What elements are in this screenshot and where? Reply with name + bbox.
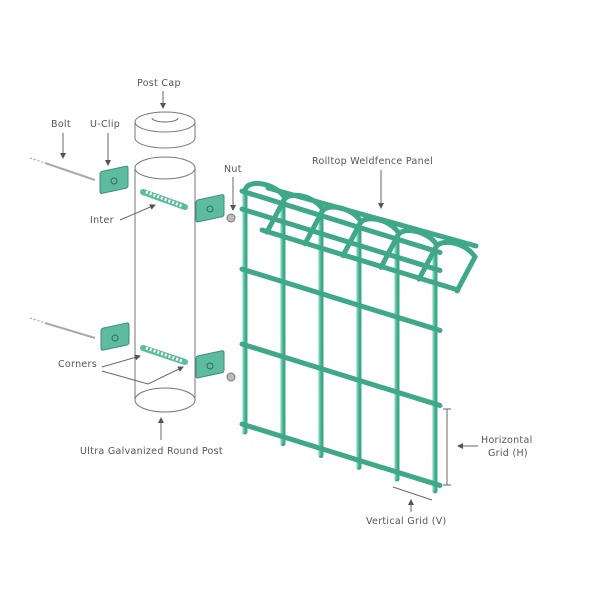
label-post-cap: Post Cap bbox=[137, 78, 181, 89]
inter-bar-bottom bbox=[140, 345, 188, 365]
u-clip-bottom-left bbox=[100, 322, 130, 351]
horizontal-wire bbox=[239, 421, 443, 488]
rolltop-rear-rail bbox=[265, 185, 479, 249]
label-round-post: Ultra Galvanized Round Post bbox=[80, 446, 223, 457]
nut-bottom bbox=[226, 372, 236, 382]
label-horizontal-grid-1: Horizontal bbox=[481, 435, 533, 446]
label-corners: Corners bbox=[58, 359, 97, 370]
vertical-grid-dimension bbox=[392, 486, 433, 501]
nut-top bbox=[226, 213, 236, 223]
label-nut: Nut bbox=[224, 164, 242, 175]
inter-bar-top bbox=[140, 189, 188, 210]
horizontal-wire bbox=[239, 341, 443, 408]
u-clip-top-right bbox=[195, 194, 225, 223]
post-cap bbox=[134, 111, 196, 149]
label-vertical-grid: Vertical Grid (V) bbox=[366, 516, 447, 527]
horizontal-wire bbox=[239, 266, 443, 333]
rolltop-loop bbox=[432, 239, 478, 294]
u-clip-bottom-right bbox=[195, 350, 225, 379]
rolltop-weldfence-panel bbox=[239, 181, 479, 494]
label-inter: Inter bbox=[90, 215, 114, 226]
label-u-clip: U-Clip bbox=[90, 119, 120, 130]
label-panel: Rolltop Weldfence Panel bbox=[312, 156, 433, 167]
rolltop-inner-rail bbox=[259, 227, 461, 293]
bolt-top bbox=[29, 157, 96, 181]
bolt-bottom bbox=[29, 317, 96, 339]
label-horizontal-grid-2: Grid (H) bbox=[488, 448, 528, 459]
u-clip-top-left bbox=[99, 165, 129, 194]
label-bolt: Bolt bbox=[51, 119, 71, 130]
horizontal-wire bbox=[239, 188, 443, 255]
